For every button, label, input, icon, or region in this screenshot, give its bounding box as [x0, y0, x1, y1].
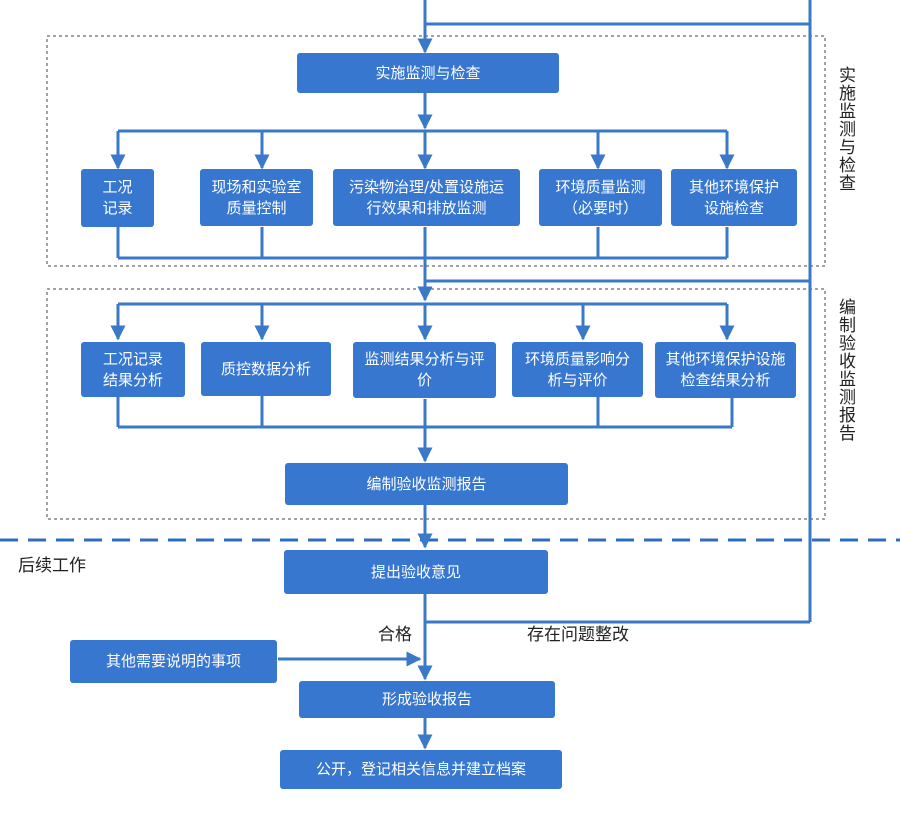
pass-label: 合格: [378, 625, 412, 645]
monitoring-result-analysis-box: 监测结果分析与评 价: [353, 342, 496, 398]
propose-opinion-box: 提出验收意见: [284, 550, 548, 594]
pollutant-monitoring-box: 污染物治理/处置设施运 行效果和排放监测: [333, 169, 520, 226]
other-matters-box: 其他需要说明的事项: [70, 640, 277, 683]
form-report-box: 形成验收报告: [299, 681, 555, 718]
env-quality-monitoring-box: 环境质量监测 （必要时）: [539, 169, 662, 226]
followup-section-label: 后续工作: [18, 556, 86, 576]
qc-data-analysis-box: 质控数据分析: [201, 342, 331, 396]
other-protection-result-box: 其他环境保护设施 检查结果分析: [655, 342, 796, 398]
other-protection-check-box: 其他环境保护 设施检查: [671, 169, 797, 226]
issues-label: 存在问题整改: [527, 625, 629, 645]
env-impact-analysis-box: 环境质量影响分 析与评价: [512, 342, 643, 397]
compile-report-box: 编制验收监测报告: [285, 463, 568, 505]
publish-register-box: 公开，登记相关信息并建立档案: [280, 750, 562, 789]
report-section-label: 编制验收监测报告: [835, 298, 855, 442]
work-record-analysis-box: 工况记录 结果分析: [81, 342, 185, 397]
quality-control-box: 现场和实验室 质量控制: [200, 169, 313, 226]
work-record-box: 工况 记录: [81, 169, 154, 227]
implement-monitoring-box: 实施监测与检查: [297, 53, 559, 93]
monitoring-section-label: 实施监测与检查: [835, 66, 855, 192]
